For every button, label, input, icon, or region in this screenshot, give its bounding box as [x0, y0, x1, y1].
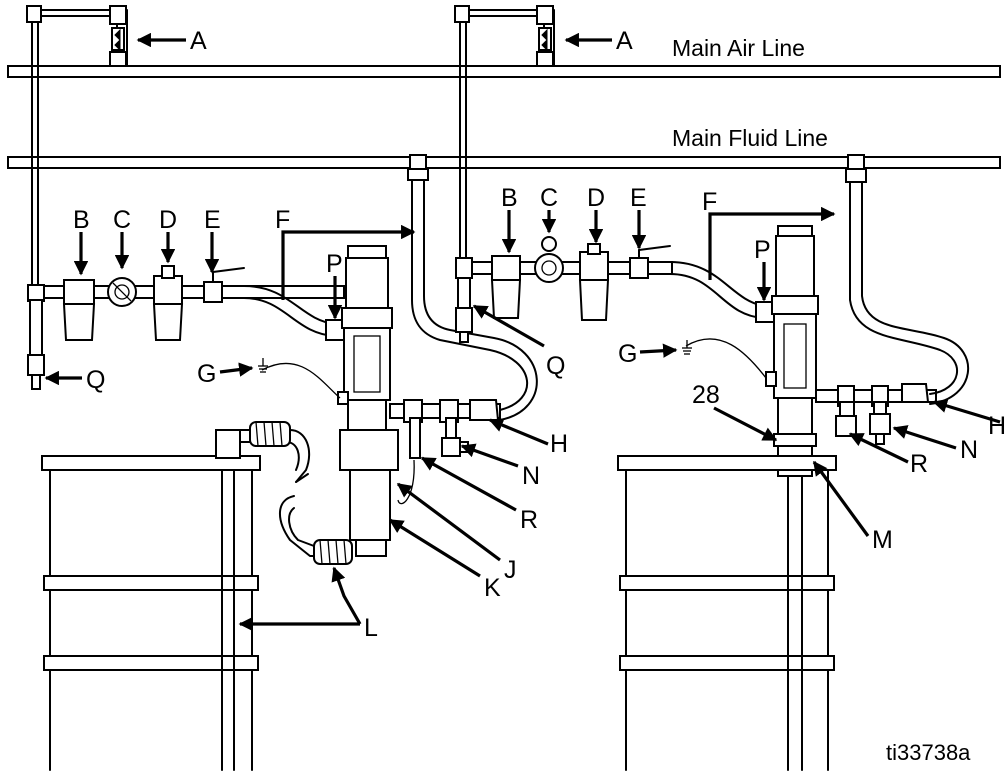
right-pump — [765, 225, 819, 477]
left-air-control-line — [43, 265, 347, 341]
callout-right-p: P — [754, 236, 771, 264]
callout-left-c: C — [113, 206, 131, 234]
callout-right-28: 28 — [692, 381, 720, 409]
callout-right-g: G — [618, 340, 637, 368]
callout-right-n: N — [960, 436, 978, 464]
callout-right-q: Q — [546, 352, 565, 380]
right-air-drop — [454, 5, 555, 259]
callout-right-a: A — [616, 27, 633, 55]
left-drain-fittings — [397, 417, 469, 505]
callout-left-p: P — [326, 250, 343, 278]
callout-left-j: J — [504, 556, 517, 584]
callout-left-a: A — [190, 27, 207, 55]
callout-right-e: E — [630, 184, 647, 212]
callout-left-r: R — [520, 506, 538, 534]
callout-arrows — [44, 32, 1001, 632]
callout-right-b: B — [501, 184, 518, 212]
main-air-line-label: Main Air Line — [672, 35, 805, 61]
figure-id: ti33738a — [886, 740, 971, 765]
callout-right-r: R — [910, 450, 928, 478]
main-fluid-line — [7, 156, 1001, 169]
left-suction-hose — [239, 421, 353, 565]
right-drain-fittings — [835, 401, 891, 445]
right-ground-wire — [682, 338, 767, 379]
right-drum — [617, 455, 837, 771]
callout-left-b: B — [73, 206, 90, 234]
main-fluid-line-label: Main Fluid Line — [672, 125, 828, 151]
left-pump — [337, 245, 399, 557]
callout-left-h: H — [550, 430, 568, 458]
left-drum — [41, 429, 261, 771]
right-air-control-line — [471, 236, 777, 323]
callout-right-h: H — [988, 412, 1005, 440]
callout-left-n: N — [522, 462, 540, 490]
main-air-line — [7, 65, 1001, 78]
callout-right-f: F — [702, 188, 717, 216]
right-fluid-outlet — [815, 154, 970, 407]
callout-left-e: E — [204, 206, 221, 234]
left-ground-wire — [258, 358, 341, 399]
left-fluid-outlet — [389, 154, 538, 423]
callout-right-d: D — [587, 184, 605, 212]
callout-left-l: L — [364, 614, 378, 642]
callout-right-c: C — [540, 184, 558, 212]
callout-left-d: D — [159, 206, 177, 234]
callout-left-g: G — [197, 360, 216, 388]
callout-left-q: Q — [86, 366, 105, 394]
callout-right-m: M — [872, 526, 893, 554]
right-drain-valve — [455, 257, 473, 343]
callout-left-k: K — [484, 574, 501, 602]
left-air-drop — [26, 5, 128, 286]
left-drain-valve — [27, 284, 45, 390]
callout-left-f: F — [275, 206, 290, 234]
